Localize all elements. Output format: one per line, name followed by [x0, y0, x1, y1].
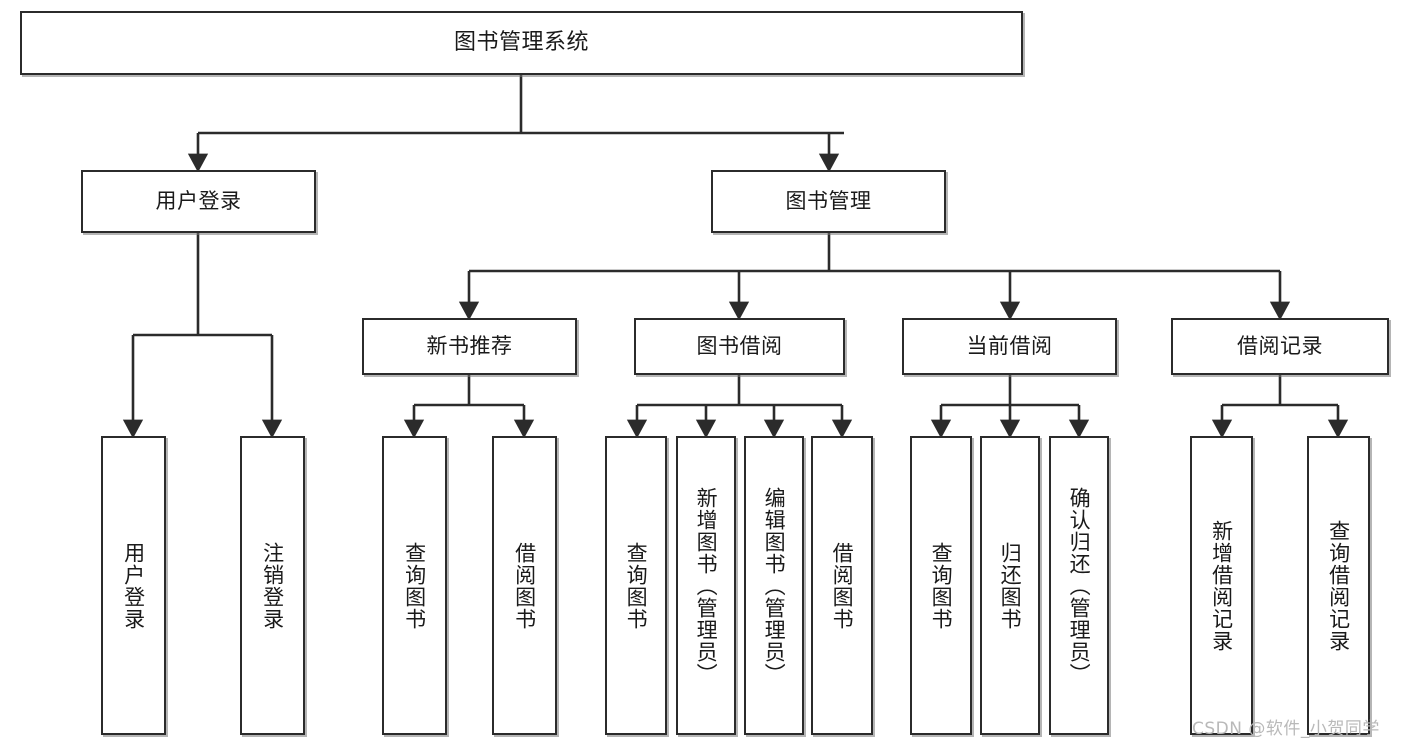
leaf-query-book-2[interactable]: 查询图书 — [605, 436, 667, 735]
leaf-borrow-book-2[interactable]: 借阅图书 — [811, 436, 873, 735]
leaf-query-record-label: 查询借阅记录 — [1326, 519, 1351, 652]
node-user-login-label: 用户登录 — [155, 188, 242, 213]
node-current-borrow-label: 当前借阅 — [966, 333, 1053, 358]
leaf-confirm-return-label: 确认归还（管理员） — [1067, 486, 1092, 685]
node-current-borrow[interactable]: 当前借阅 — [902, 318, 1117, 375]
leaf-query-book-1[interactable]: 查询图书 — [382, 436, 447, 735]
leaf-query-book-1-label: 查询图书 — [402, 541, 427, 630]
leaf-user-login-label: 用户登录 — [121, 541, 146, 630]
leaf-borrow-book-2-label: 借阅图书 — [830, 541, 855, 630]
node-new-book-recommend[interactable]: 新书推荐 — [362, 318, 577, 375]
leaf-add-book[interactable]: 新增图书（管理员） — [676, 436, 736, 735]
node-book-borrow[interactable]: 图书借阅 — [634, 318, 845, 375]
node-user-login[interactable]: 用户登录 — [81, 170, 316, 233]
leaf-logout-label: 注销登录 — [260, 541, 285, 630]
leaf-confirm-return[interactable]: 确认归还（管理员） — [1049, 436, 1109, 735]
leaf-edit-book[interactable]: 编辑图书（管理员） — [744, 436, 804, 735]
node-borrow-record-label: 借阅记录 — [1237, 333, 1323, 358]
leaf-query-record[interactable]: 查询借阅记录 — [1307, 436, 1370, 735]
leaf-borrow-book-1-label: 借阅图书 — [512, 541, 537, 630]
leaf-borrow-book-1[interactable]: 借阅图书 — [492, 436, 557, 735]
node-new-book-recommend-label: 新书推荐 — [426, 333, 513, 358]
node-root[interactable]: 图书管理系统 — [20, 11, 1023, 75]
leaf-query-book-3[interactable]: 查询图书 — [910, 436, 972, 735]
leaf-query-book-2-label: 查询图书 — [624, 541, 649, 630]
node-root-label: 图书管理系统 — [453, 29, 589, 55]
leaf-add-book-label: 新增图书（管理员） — [694, 486, 719, 685]
leaf-return-book[interactable]: 归还图书 — [980, 436, 1040, 735]
leaf-logout[interactable]: 注销登录 — [240, 436, 305, 735]
leaf-user-login[interactable]: 用户登录 — [101, 436, 166, 735]
leaf-add-record-label: 新增借阅记录 — [1209, 519, 1234, 652]
leaf-query-book-3-label: 查询图书 — [929, 541, 954, 630]
leaf-edit-book-label: 编辑图书（管理员） — [762, 486, 787, 685]
leaf-return-book-label: 归还图书 — [998, 541, 1023, 630]
leaf-add-record[interactable]: 新增借阅记录 — [1190, 436, 1253, 735]
node-book-manage-label: 图书管理 — [785, 188, 872, 213]
node-book-manage[interactable]: 图书管理 — [711, 170, 946, 233]
csdn-watermark: CSDN @软件_小贺同学 — [1192, 719, 1380, 739]
node-borrow-record[interactable]: 借阅记录 — [1171, 318, 1389, 375]
node-book-borrow-label: 图书借阅 — [696, 333, 783, 358]
